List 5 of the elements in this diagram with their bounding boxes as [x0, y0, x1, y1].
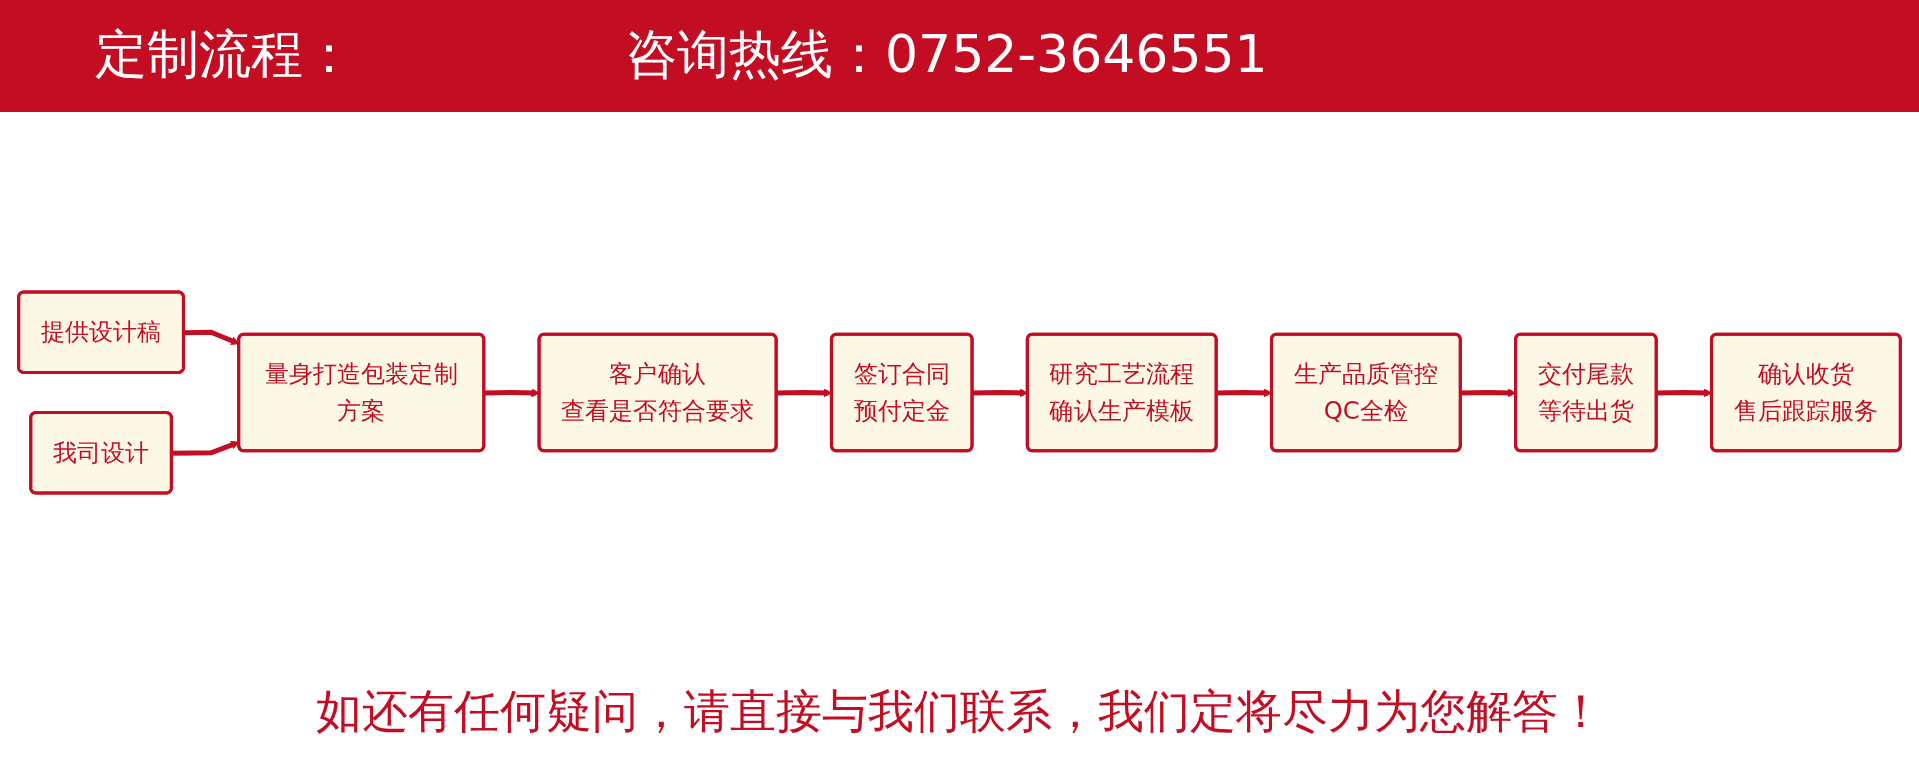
arrow: [776, 387, 833, 397]
caption: 如还有任何疑问，请直接与我们联系，我们定将尽力为您解答！: [315, 683, 1604, 740]
arrow: [972, 387, 1029, 397]
title: 定制流程：: [95, 23, 355, 86]
hotline-label: 咨询热线：0752-3646551: [625, 24, 1268, 84]
